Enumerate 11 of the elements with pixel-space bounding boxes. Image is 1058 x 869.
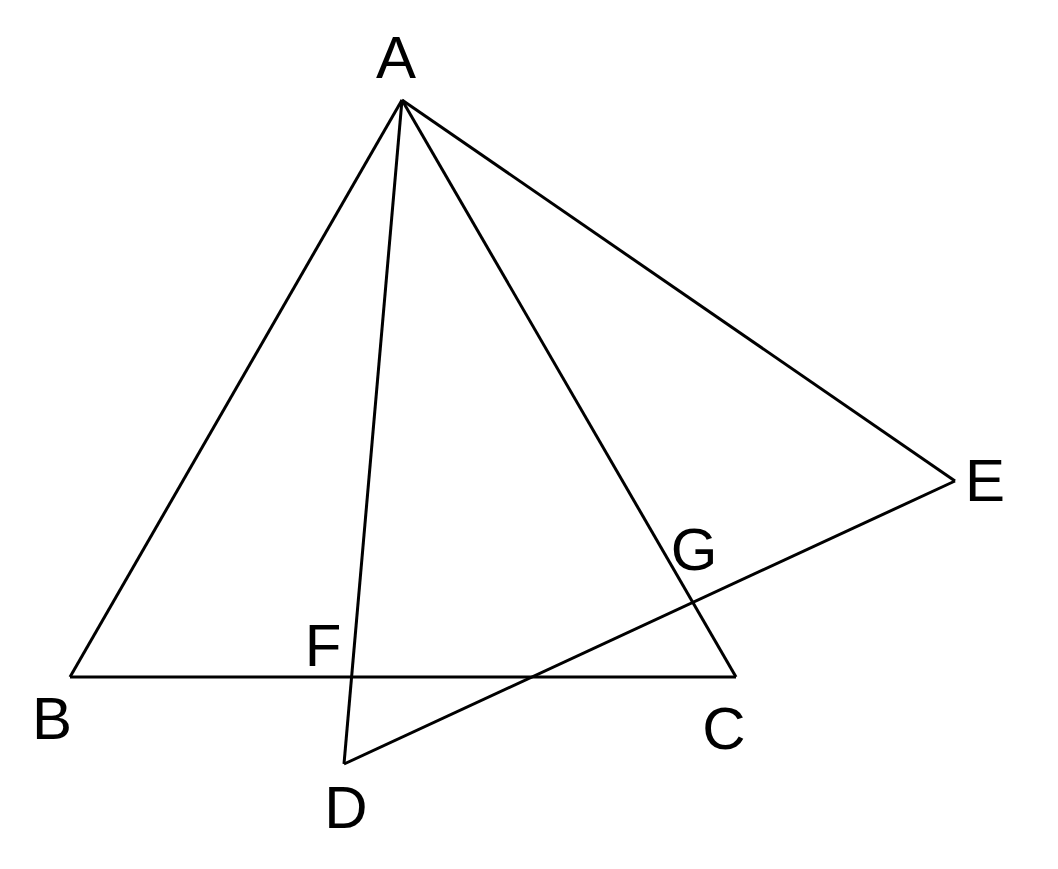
line-segment	[343, 479, 956, 766]
point-label: C	[696, 677, 752, 759]
line-segment	[342, 99, 404, 765]
point-label: D	[318, 764, 374, 838]
line-segment	[70, 675, 736, 679]
line-segment	[401, 98, 956, 483]
point-label: B	[24, 677, 80, 749]
point-label: G	[665, 520, 723, 580]
point-label: A	[368, 28, 424, 100]
point-label: F	[298, 616, 348, 676]
point-label: E	[955, 445, 1015, 517]
